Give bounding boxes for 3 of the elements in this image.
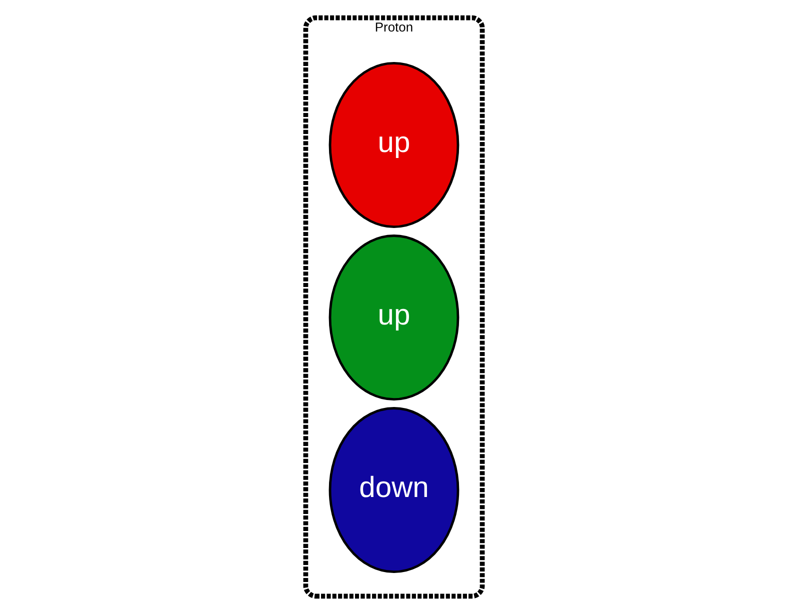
node-ellipse: up <box>328 62 460 228</box>
node-ellipse: up <box>328 234 460 401</box>
node-ellipse: down <box>328 407 460 574</box>
